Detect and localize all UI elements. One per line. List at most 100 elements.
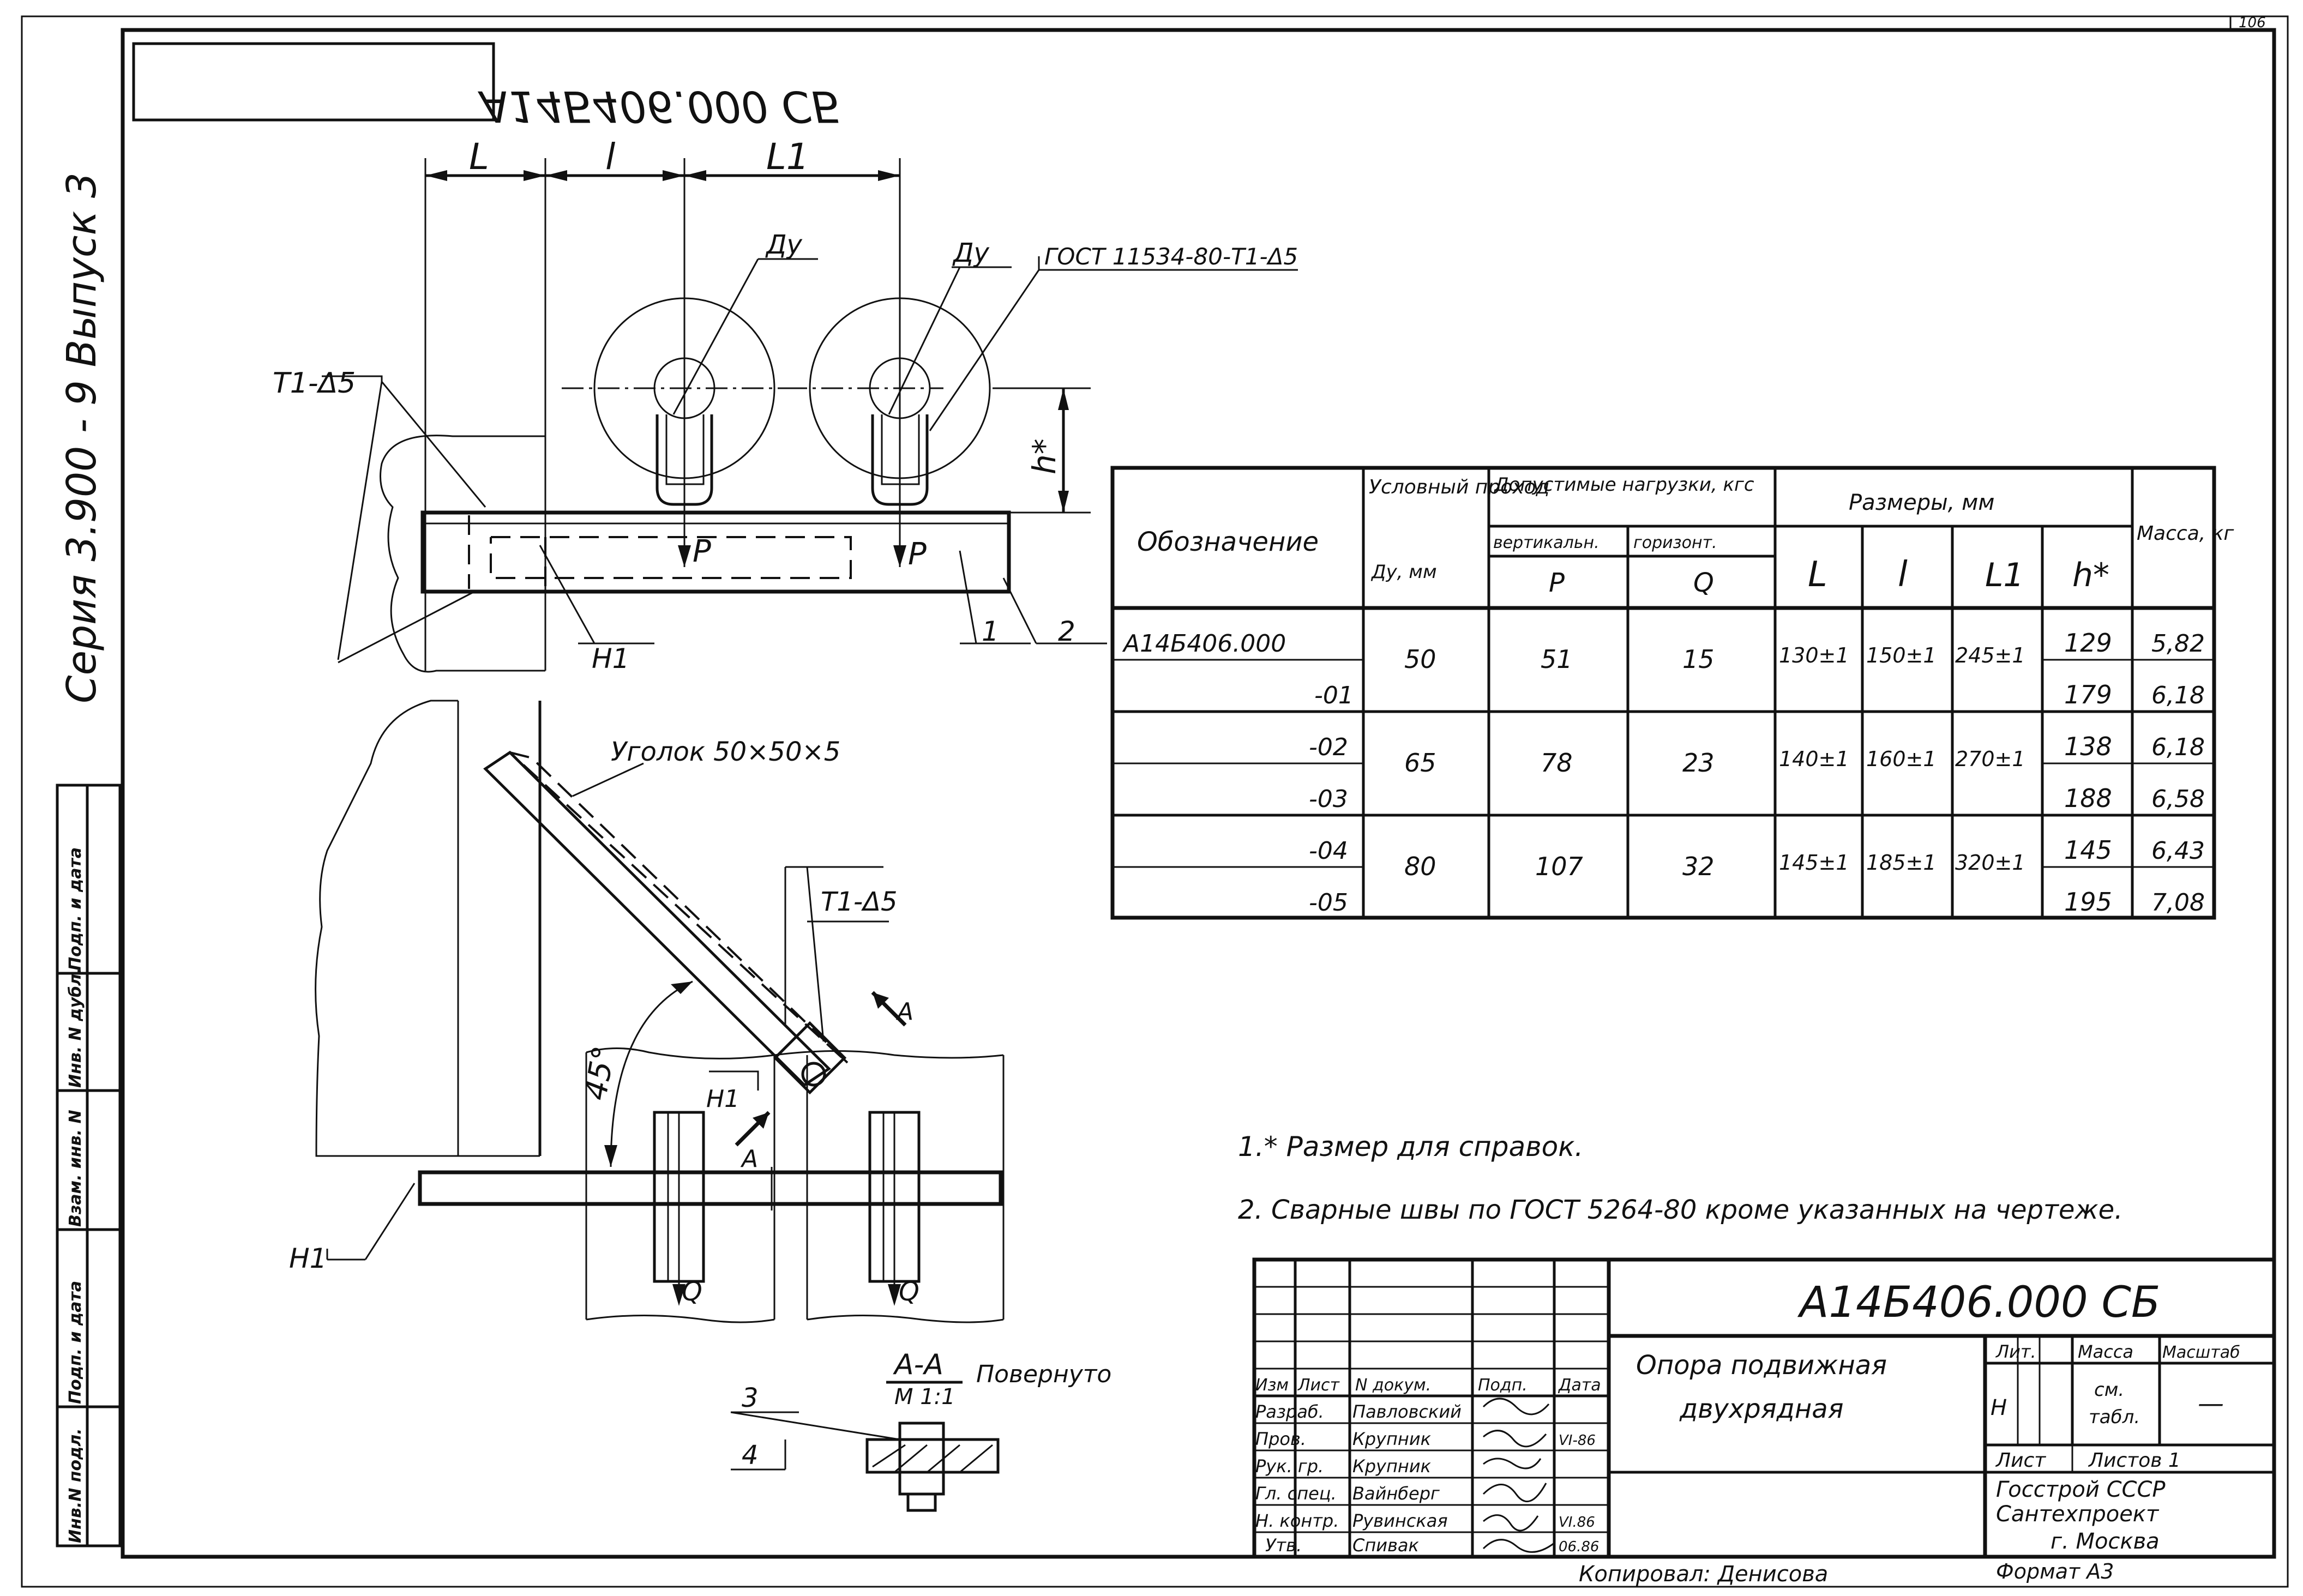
tb-scale-value: — — [2198, 1388, 2224, 1419]
group-L1-2: 320±1 — [1955, 851, 2025, 875]
th-mass: Масса, кг — [2137, 522, 2234, 545]
group-q-0: 15 — [1682, 645, 1715, 674]
th-h: h* — [2072, 556, 2109, 594]
tb-role-0: Разраб. — [1255, 1401, 1324, 1422]
dy-label-1: Ду — [765, 230, 803, 260]
group-L-2: 145±1 — [1779, 851, 1849, 875]
row-h-2: 138 — [2064, 732, 2112, 761]
row-mass-3: 6,58 — [2151, 785, 2205, 813]
row-h-0: 129 — [2064, 628, 2112, 658]
front-view: Уголок 50×50×5 Т1-Δ5 Q Q Н1 — [289, 700, 1005, 1323]
pos-4: 4 — [742, 1440, 759, 1471]
tb-role-5: Утв. — [1265, 1535, 1302, 1556]
h1-label-top: Н1 — [592, 643, 629, 674]
group-L1-1: 270±1 — [1955, 747, 2025, 771]
spec-table: Обозначение Условный проход Ду, мм Допус… — [1110, 466, 2234, 920]
weld-label-bottom: Т1-Δ5 — [821, 887, 898, 917]
tb-name-4: Рувинская — [1352, 1510, 1448, 1531]
tb-name-0: Павловский — [1352, 1401, 1462, 1422]
angle-label: Уголок 50×50×5 — [611, 737, 840, 767]
tb-col-list: Лист — [1297, 1376, 1340, 1395]
group-l-2: 185±1 — [1866, 851, 1937, 875]
tb-role-3: Гл. спец. — [1255, 1483, 1337, 1504]
group-L1-0: 245±1 — [1955, 643, 2025, 667]
drawing-frame — [121, 28, 2276, 1559]
th-L1: L1 — [1985, 556, 2024, 594]
weld-label-top: Т1-Δ5 — [273, 367, 356, 400]
group-l-0: 150±1 — [1866, 643, 1937, 667]
th-loads: Допустимые нагрузки, кгс — [1493, 474, 1754, 496]
tb-name-3: Вайнберг — [1352, 1483, 1440, 1504]
tb-date-1: VI-86 — [1559, 1432, 1596, 1449]
row-mass-5: 7,08 — [2151, 889, 2205, 917]
tb-date-5: 06.86 — [1559, 1539, 1599, 1555]
dy-label-2: Ду — [952, 238, 990, 268]
th-p: P — [1549, 568, 1565, 598]
load-p2: P — [908, 537, 927, 572]
tb-col-sign: Подп. — [1478, 1376, 1528, 1395]
row-h-3: 188 — [2064, 784, 2112, 813]
tb-col-date: Дата — [1558, 1376, 1601, 1395]
side-stamp-sign2: Подп. и дата — [66, 847, 85, 971]
tb-date-4: VI.86 — [1559, 1514, 1595, 1531]
outer-frame — [21, 15, 2289, 1588]
notes: 1.* Размер для справок. 2. Сварные швы п… — [1238, 1131, 2122, 1225]
th-l: l — [1898, 555, 1908, 595]
h1-bracket-label: Н1 — [706, 1085, 739, 1113]
format-label: Формат А3 — [1996, 1559, 2114, 1583]
tb-role-1: Пров. — [1255, 1429, 1306, 1449]
row-designation-0: А14Б406.000 — [1122, 630, 1286, 658]
th-dn-unit: Ду, мм — [1370, 561, 1437, 583]
group-dn-0: 50 — [1404, 645, 1436, 674]
row-designation-5: -05 — [1309, 889, 1348, 917]
note-2: 2. Сварные швы по ГОСТ 5264-80 кроме ука… — [1238, 1195, 2122, 1225]
group-L-0: 130±1 — [1779, 643, 1849, 667]
th-designation: Обозначение — [1137, 527, 1319, 557]
title-block: А14Б406.000 СБ Опора подвижная двухрядна… — [1252, 1257, 2276, 1559]
row-h-1: 179 — [2064, 680, 2112, 709]
tb-sheets-label: Листов 1 — [2088, 1449, 2181, 1472]
tb-mass-value-1: см. — [2094, 1379, 2124, 1401]
row-designation-3: -03 — [1309, 785, 1348, 813]
row-designation-4: -04 — [1309, 837, 1348, 865]
tb-title-2: двухрядная — [1679, 1394, 1844, 1424]
dim-L: L — [469, 136, 489, 178]
side-stamp-dup: Инв. N дубл. — [66, 968, 85, 1088]
tb-role-2: Рук. гр. — [1255, 1456, 1324, 1477]
load-p1: P — [693, 534, 711, 569]
th-dn: Условный проход — [1369, 476, 1549, 498]
th-L: L — [1808, 555, 1827, 595]
section-scale: М 1:1 — [894, 1384, 955, 1410]
row-mass-1: 6,18 — [2151, 682, 2205, 709]
section-mark-a1: А — [895, 998, 913, 1026]
tb-sheet-label: Лист — [1995, 1449, 2046, 1472]
tb-name-1: Крупник — [1352, 1429, 1432, 1449]
side-stamp: Инв.N подл. Подп. и дата Взам. инв. N Ин… — [56, 784, 122, 1547]
dim-h-star: h* — [1026, 438, 1063, 474]
tb-mass-label: Масса — [2078, 1341, 2133, 1362]
dim-l: l — [605, 136, 616, 178]
row-mass-2: 6,18 — [2151, 733, 2205, 761]
tb-org-3: г. Москва — [2051, 1529, 2160, 1554]
group-q-1: 23 — [1682, 748, 1715, 778]
tb-doc-code: А14Б406.000 СБ — [1797, 1278, 2160, 1327]
row-designation-1: -01 — [1314, 682, 1354, 709]
top-view: L l L1 P P Ду Ду ГОСТ 11534-80-Т1-Δ5 — [273, 136, 1298, 674]
side-stamp-replace: Взам. инв. N — [66, 1110, 85, 1227]
tb-col-izm: Изм — [1255, 1376, 1289, 1395]
tb-mass-value-2: табл. — [2089, 1406, 2140, 1428]
tb-lit-label: Лит. — [1995, 1341, 2036, 1362]
load-q2: Q — [899, 1276, 919, 1307]
tb-lit-value: Н — [1991, 1395, 2007, 1420]
tb-org-2: Сантехпроект — [1996, 1502, 2160, 1527]
pos-3: 3 — [742, 1383, 759, 1413]
series-label: Серия 3.900 - 9 Выпуск 3 — [58, 172, 105, 703]
tb-title-1: Опора подвижная — [1636, 1350, 1887, 1381]
th-horizontal: горизонт. — [1633, 533, 1717, 552]
tb-name-5: Спивак — [1352, 1535, 1420, 1556]
tb-org-1: Госстрой СССР — [1996, 1477, 2166, 1502]
page-number: 106 — [2239, 15, 2266, 31]
group-p-0: 51 — [1541, 645, 1573, 674]
mirrored-doc-code: А14Б406.000 СБ — [477, 81, 840, 130]
pos-1: 1 — [982, 616, 999, 647]
